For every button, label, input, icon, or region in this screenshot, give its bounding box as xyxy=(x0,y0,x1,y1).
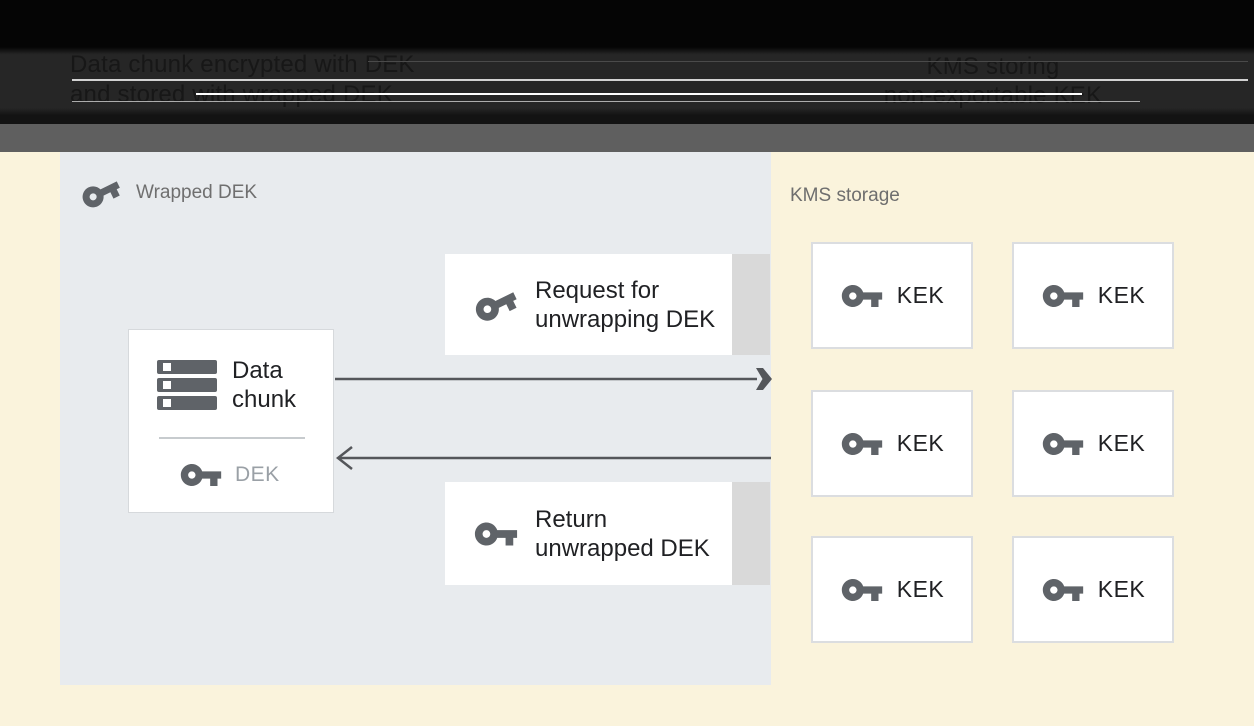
kek-box: KEK xyxy=(811,242,973,349)
key-icon xyxy=(840,568,884,612)
kek-label: KEK xyxy=(896,576,945,602)
wrapped-key-icon xyxy=(73,165,129,221)
data-chunk-label: Data chunk xyxy=(232,357,297,413)
kek-box: KEK xyxy=(811,390,973,497)
kek-label: KEK xyxy=(1097,282,1146,308)
key-icon xyxy=(1041,422,1085,466)
kek-label: KEK xyxy=(896,282,945,308)
key-icon xyxy=(840,422,884,466)
kek-label: KEK xyxy=(1097,430,1146,456)
return-box-label: Return unwrapped DEK xyxy=(535,505,710,562)
caption-kms-line1: KMS storing xyxy=(926,53,1060,80)
kek-box: KEK xyxy=(1012,536,1174,643)
caption-data-chunk-line2: and stored with wrapped DEK xyxy=(70,81,393,108)
kek-box: KEK xyxy=(811,536,973,643)
kek-label: KEK xyxy=(896,430,945,456)
wrapped-dek-title-row: Wrapped DEK xyxy=(80,172,257,214)
header-band: Data chunk encrypted with DEK and stored… xyxy=(0,0,1254,124)
data-chunk-divider xyxy=(159,437,305,439)
request-unwrapping-dek-box: Request for unwrapping DEK xyxy=(445,254,770,355)
request-box-label: Request for unwrapping DEK xyxy=(535,276,716,333)
return-unwrapped-dek-box: Return unwrapped DEK xyxy=(445,482,770,585)
kek-box: KEK xyxy=(1012,242,1174,349)
key-icon xyxy=(473,511,519,557)
dek-label: DEK xyxy=(235,463,280,486)
data-chunk-row: Data chunk xyxy=(157,356,296,414)
wrapped-key-icon xyxy=(465,274,527,336)
server-stack-icon xyxy=(157,360,217,410)
kek-label: KEK xyxy=(1097,576,1146,602)
caption-kms: KMS storing non-exportable KEK xyxy=(843,52,1143,110)
key-icon xyxy=(840,274,884,318)
divider-band xyxy=(0,124,1254,152)
key-icon xyxy=(1041,274,1085,318)
caption-data-chunk: Data chunk encrypted with DEK and stored… xyxy=(70,50,415,110)
kek-box: KEK xyxy=(1012,390,1174,497)
caption-kms-line2: non-exportable KEK xyxy=(883,82,1103,109)
key-icon xyxy=(1041,568,1085,612)
dek-row: DEK xyxy=(179,446,280,504)
caption-data-chunk-line1: Data chunk encrypted with DEK xyxy=(70,51,415,78)
key-icon xyxy=(179,453,223,497)
kms-storage-title: KMS storage xyxy=(790,185,900,206)
wrapped-dek-title: Wrapped DEK xyxy=(136,182,258,203)
data-chunk-box: Data chunk DEK xyxy=(128,329,334,513)
